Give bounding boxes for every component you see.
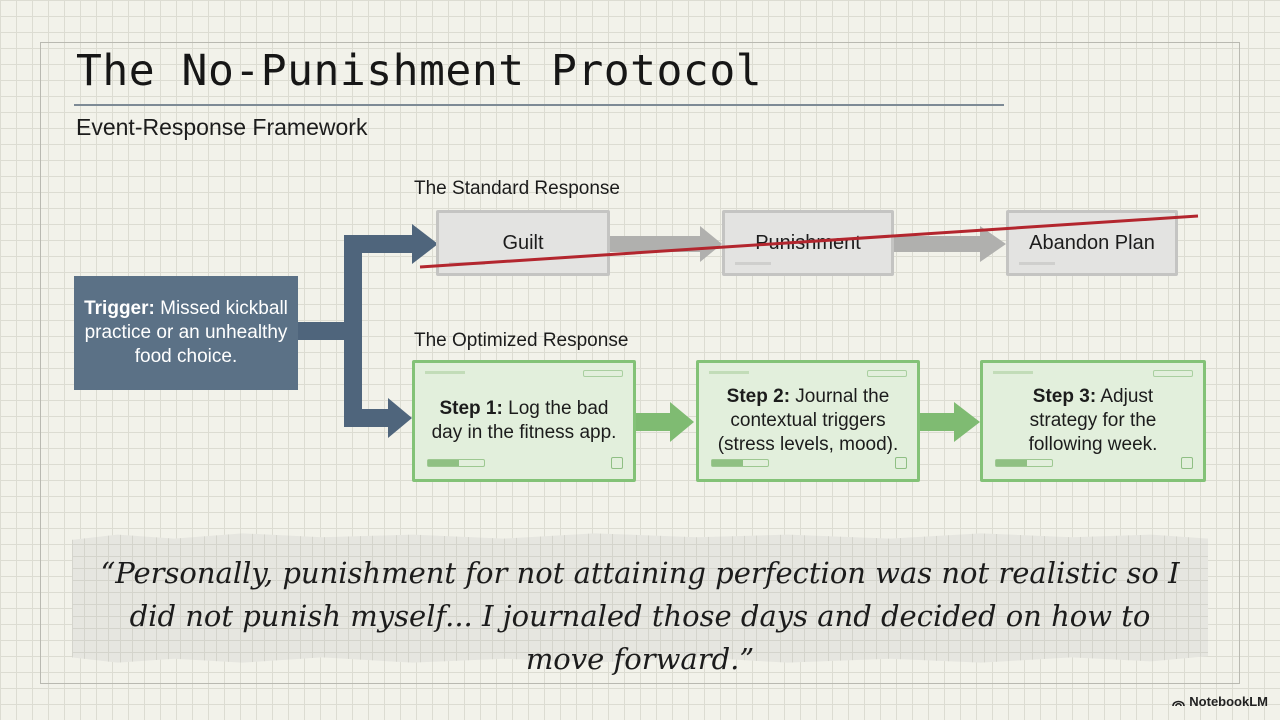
title-divider [74, 104, 1004, 106]
step-3-label: Step 3: [1032, 386, 1097, 407]
chart-icon [611, 457, 623, 469]
step-3-text: Adjust strategy for the following week. [1028, 386, 1158, 455]
step-1-text: Log the bad day in the fitness app. [431, 398, 617, 443]
grid-icon [1181, 457, 1193, 469]
progress-bar [711, 459, 769, 467]
standard-response-label: The Standard Response [414, 178, 620, 199]
progress-bar [427, 459, 485, 467]
brand-name: NotebookLM [1189, 694, 1268, 709]
trigger-text: Missed kickball practice or an unhealthy… [84, 298, 288, 367]
step-3-box: Step 3: Adjust strategy for the followin… [980, 360, 1206, 482]
step-2-label: Step 2: [726, 386, 791, 407]
optimized-response-label: The Optimized Response [414, 330, 629, 351]
abandon-plan-label: Abandon Plan [1029, 231, 1155, 254]
quote-text: “Personally, punishment for not attainin… [100, 556, 1180, 676]
strike-line [419, 214, 1199, 269]
punishment-box: Punishment [722, 210, 894, 276]
quote-paper [72, 533, 1208, 663]
page-title: The No-Punishment Protocol [76, 46, 763, 96]
leaf-icon [895, 457, 907, 469]
guilt-label: Guilt [502, 231, 544, 254]
trigger-label: Trigger: [84, 298, 155, 319]
step-2-text: Journal the contextual triggers (stress … [717, 386, 899, 455]
notebooklm-logo-icon [1172, 700, 1186, 706]
trigger-box: Trigger: Missed kickball practice or an … [74, 276, 298, 390]
step-1-label: Step 1: [439, 398, 503, 419]
progress-bar [995, 459, 1053, 467]
brand-watermark: NotebookLM [1172, 694, 1268, 709]
optimized-flow-arrows [636, 402, 980, 442]
slide-frame [40, 42, 1240, 684]
branch-connector [298, 224, 438, 438]
step-1-box: Step 1: Log the bad day in the fitness a… [412, 360, 636, 482]
step-2-box: Step 2: Journal the contextual triggers … [696, 360, 920, 482]
standard-flow-arrows [610, 226, 1006, 262]
abandon-plan-box: Abandon Plan [1006, 210, 1178, 276]
page-subtitle: Event-Response Framework [76, 114, 368, 140]
